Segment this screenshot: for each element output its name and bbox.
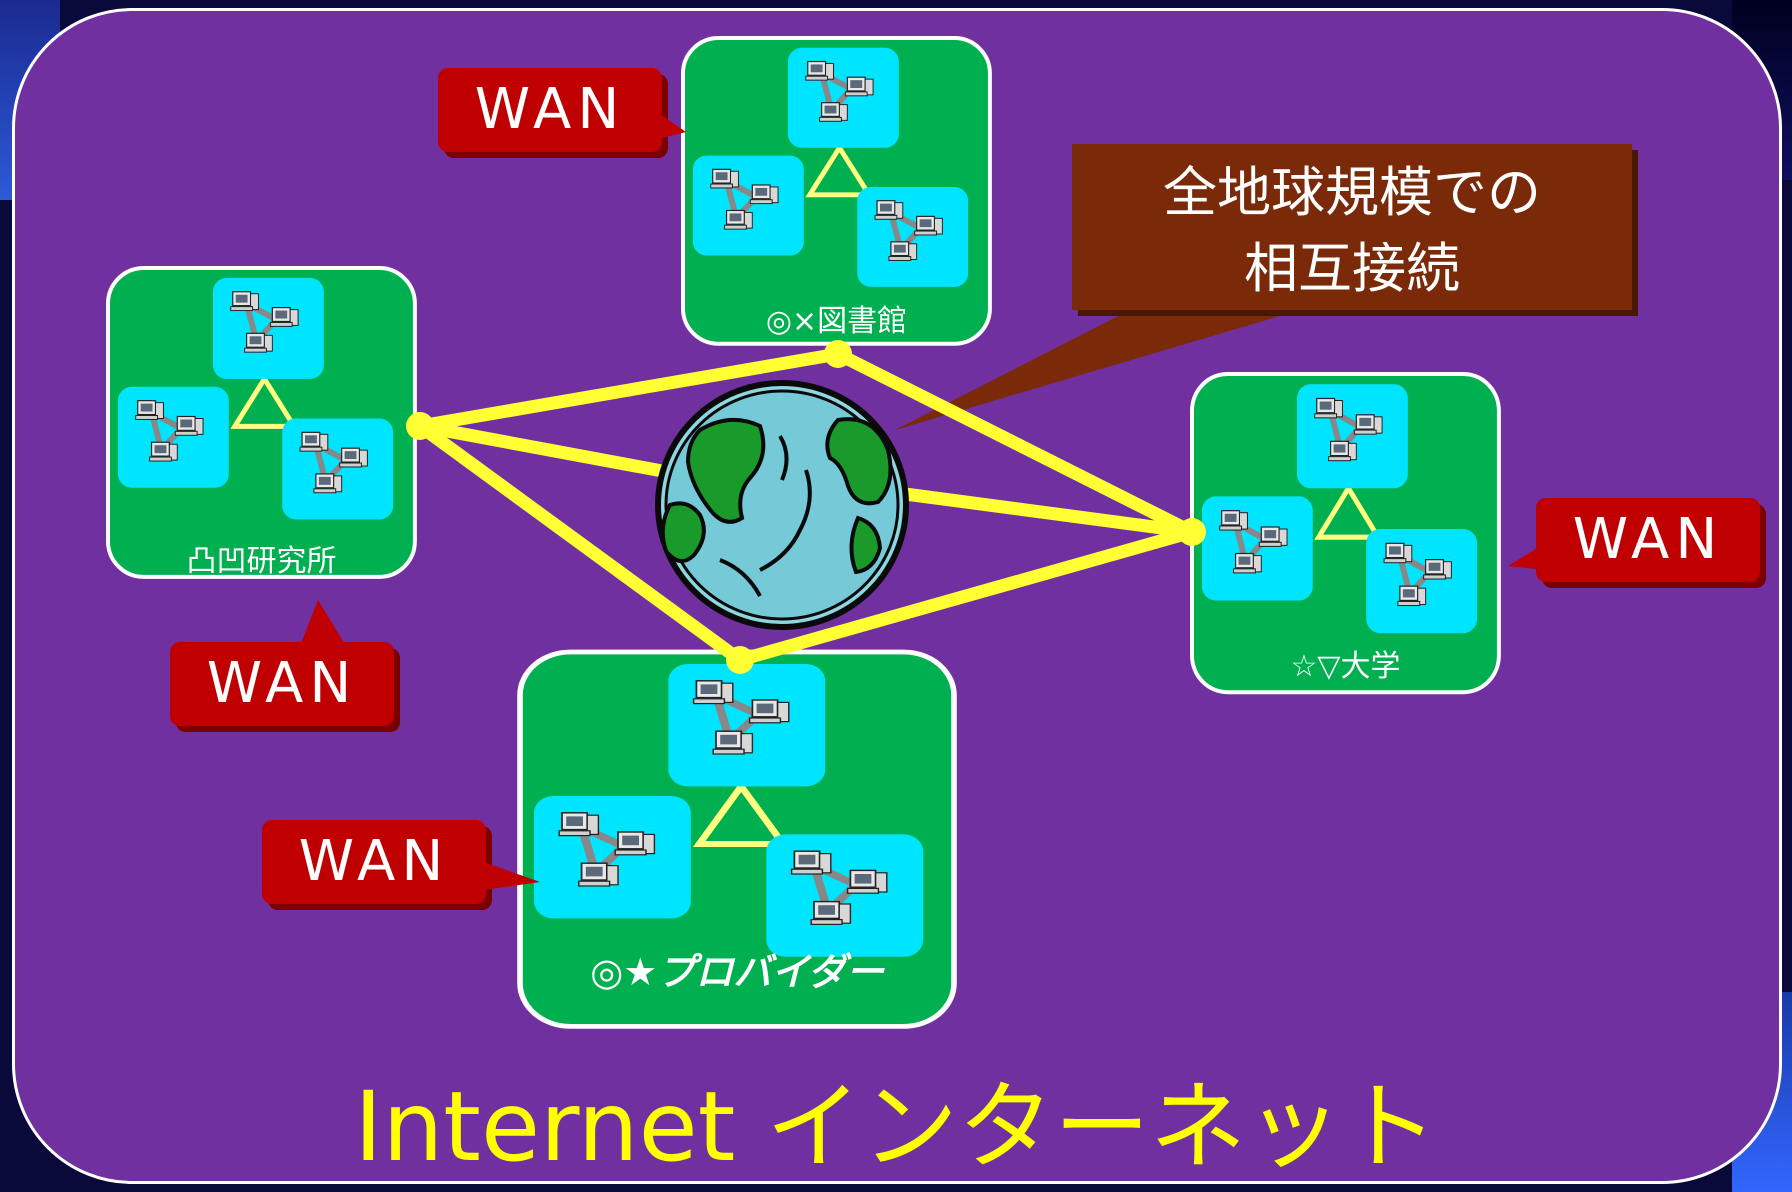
lan-lab <box>108 268 415 577</box>
globe-icon <box>655 380 909 630</box>
lan-university <box>1192 374 1499 692</box>
globe-callout <box>1072 144 1638 316</box>
library-label: ◎×図書館 <box>765 304 908 339</box>
link-endpoints <box>406 340 1206 674</box>
callout-line-2: 相互接続 <box>1244 237 1460 300</box>
provider-label: ◎★プロバイダー <box>590 950 884 994</box>
lab-label: 凸凹研究所 <box>186 544 337 579</box>
globe-callout-pointer <box>895 310 1300 430</box>
wan-text-provider: WAN <box>298 829 450 894</box>
lan-library <box>683 38 990 344</box>
callout-line-1: 全地球規模での <box>1163 161 1541 224</box>
wan-callout-provider <box>262 820 540 910</box>
wan-callout-library <box>438 68 686 158</box>
internet-links <box>413 347 1199 667</box>
wan-text-university: WAN <box>1572 507 1724 572</box>
wan-text-lab: WAN <box>206 651 358 716</box>
page-title: Internet インターネット <box>354 1071 1438 1183</box>
wan-callout-lab <box>170 600 400 732</box>
wan-callout-university <box>1508 498 1766 588</box>
wan-text-library: WAN <box>474 77 626 142</box>
university-label: ☆▽大学 <box>1290 649 1401 684</box>
